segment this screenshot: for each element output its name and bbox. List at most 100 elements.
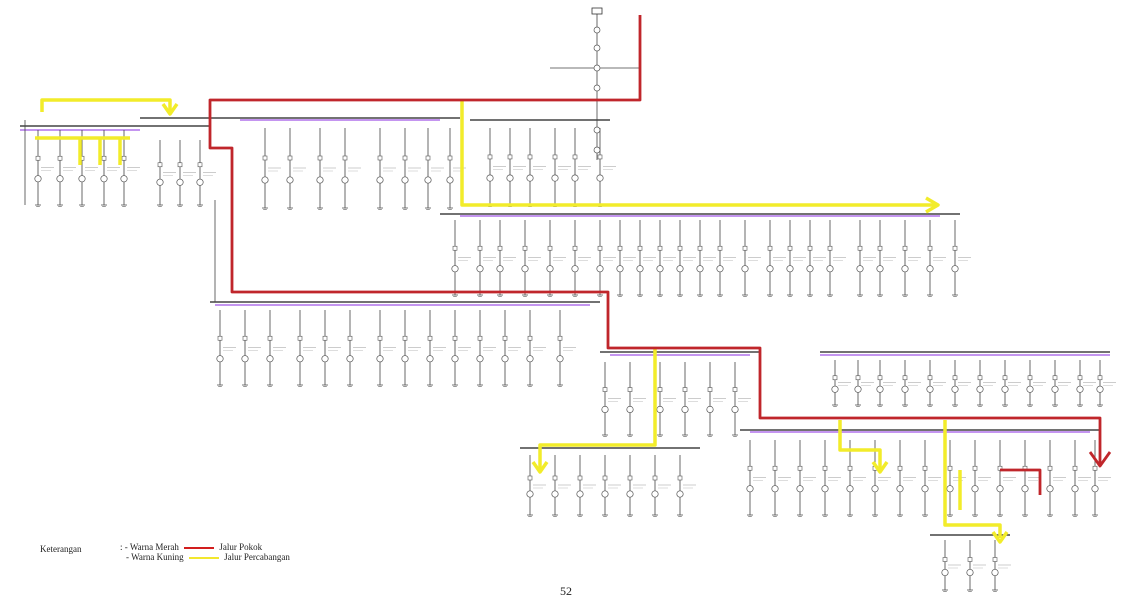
breaker-symbol (627, 387, 633, 392)
transformer-symbol (926, 265, 934, 273)
breaker-symbol (507, 154, 513, 160)
breaker-symbol (602, 387, 608, 392)
breaker-symbol (262, 155, 268, 161)
legend-item-red: : - Warna Merah Jalur Pokok (120, 542, 262, 552)
breaker-symbol (477, 245, 483, 251)
breaker-symbol (942, 557, 948, 562)
breaker-symbol (897, 465, 903, 471)
breaker-symbol (287, 155, 293, 161)
breaker-symbol (657, 245, 663, 251)
breaker-symbol (452, 335, 458, 341)
transformer-symbol (476, 265, 484, 273)
main-path (208, 15, 1112, 495)
transformer-symbol (261, 176, 269, 184)
transformer-symbol (506, 174, 514, 182)
breaker-symbol (602, 475, 608, 481)
transformer-symbol (766, 265, 774, 273)
breaker-symbol (427, 335, 433, 341)
transformer-symbol (551, 174, 559, 182)
transformer-symbol (636, 265, 644, 273)
transformer-symbol (771, 485, 779, 493)
transformer-symbol (546, 265, 554, 273)
breaker-symbol (1072, 465, 1078, 471)
breaker-symbol (922, 465, 928, 471)
breaker-symbol (497, 245, 503, 251)
breaker-symbol (827, 245, 833, 251)
transformer-symbol (451, 265, 459, 273)
transformer-symbol (696, 265, 704, 273)
breaker-symbol (402, 335, 408, 341)
breaker-symbol (857, 245, 863, 251)
breaker-symbol (717, 245, 723, 251)
transformer-symbol (1051, 385, 1059, 393)
breaker-symbol (377, 155, 383, 161)
breaker-symbol (527, 154, 533, 160)
transformer-symbol (786, 265, 794, 273)
transformer-symbol (656, 405, 664, 414)
branch-path-top-left (40, 98, 172, 112)
breaker-symbol (1052, 375, 1058, 381)
breaker-symbol (57, 155, 63, 161)
page-number: 52 (560, 584, 572, 598)
transformer-symbol (401, 355, 409, 363)
breaker-symbol (577, 475, 583, 481)
breaker-symbol (617, 245, 623, 251)
transformer-symbol (376, 355, 384, 363)
breaker-symbol (177, 162, 183, 168)
transformer-symbol (1001, 385, 1009, 393)
transformer-symbol (593, 146, 601, 154)
transformer-symbol (716, 265, 724, 273)
transformer-symbol (78, 175, 86, 183)
transformer-symbol (896, 485, 904, 493)
transformer-symbol (826, 265, 834, 273)
transformer-symbol (1076, 385, 1084, 393)
transformer-symbol (941, 568, 949, 577)
branch-arrow-right (925, 196, 940, 214)
breaker-symbol (572, 245, 578, 251)
breaker-symbol (952, 375, 958, 381)
transformer-symbol (821, 485, 829, 493)
breaker-symbol (447, 155, 453, 161)
transformer-symbol (446, 176, 454, 184)
transformer-symbol (321, 355, 329, 363)
breaker-symbol (707, 387, 713, 392)
transformer-symbol (901, 385, 909, 393)
breaker-symbol (522, 245, 528, 251)
main-path-spur (1000, 468, 1042, 495)
branch-arrow-down (531, 460, 549, 474)
breaker-symbol (597, 245, 603, 251)
transformer-symbol (593, 64, 601, 72)
transformer-symbol (56, 175, 64, 183)
breaker-symbol (597, 154, 603, 160)
breaker-symbol (527, 475, 533, 481)
transformer-symbol (946, 485, 954, 493)
breaker-symbol (927, 375, 933, 381)
legend-label-yellow: Jalur Percabangan (224, 552, 290, 562)
transformer-symbol (241, 355, 249, 363)
transformer-symbol (626, 490, 634, 498)
breaker-symbol (732, 387, 738, 392)
transformer-symbol (196, 178, 204, 186)
branch-arrow-down (991, 530, 1009, 544)
transformer-symbol (741, 265, 749, 273)
transformer-symbol (596, 265, 604, 273)
transformer-symbol (526, 355, 534, 363)
transformer-symbol (216, 355, 224, 363)
transformer-symbol (526, 174, 534, 182)
transformer-symbol (871, 485, 879, 493)
breaker-symbol (101, 155, 107, 161)
breaker-symbol (527, 335, 533, 341)
breaker-symbol (502, 335, 508, 341)
transformer-symbol (731, 405, 739, 414)
transformer-symbol (991, 568, 999, 577)
breaker-symbol (822, 465, 828, 471)
transformer-symbol (876, 265, 884, 273)
breaker-symbol (425, 155, 431, 161)
breaker-symbol (747, 465, 753, 471)
transformer-symbol (341, 176, 349, 184)
transformer-symbol (676, 490, 684, 498)
transformer-symbol (571, 174, 579, 182)
transformer-symbol (951, 265, 959, 273)
transformer-symbol (971, 485, 979, 493)
transformer-symbol (34, 175, 42, 183)
